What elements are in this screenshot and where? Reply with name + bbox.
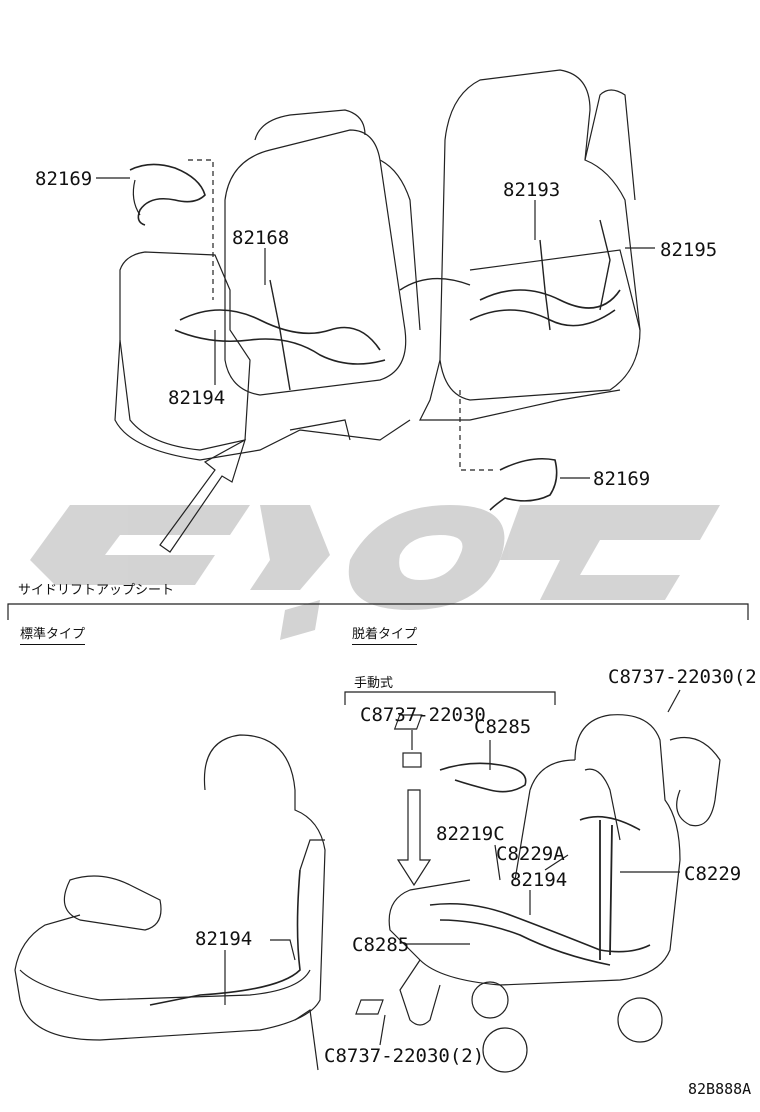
label-82219c[interactable]: 82219C	[436, 823, 505, 845]
label-c8229[interactable]: C8229	[684, 863, 741, 885]
label-c8737-22030[interactable]: C8737-22030	[360, 704, 486, 726]
label-82195[interactable]: 82195	[660, 239, 717, 261]
part-labels: 82169 82168 82194 82193 82195 82169 8219…	[35, 168, 760, 1067]
label-82194-top[interactable]: 82194	[168, 387, 225, 409]
label-82194-left[interactable]: 82194	[195, 928, 252, 950]
label-c8285-bottom[interactable]: C8285	[352, 934, 409, 956]
section-side-lift-up-seat: サイドリフトアップシート	[18, 583, 175, 598]
label-c8229a[interactable]: C8229A	[496, 843, 565, 865]
label-82169-mid[interactable]: 82169	[593, 468, 650, 490]
label-82194-right[interactable]: 82194	[510, 869, 567, 891]
section-dividers	[7, 603, 749, 705]
detachable-seat	[355, 689, 721, 1073]
label-c8285-top[interactable]: C8285	[474, 716, 531, 738]
section-standard-type: 標準タイプ	[20, 627, 86, 645]
label-c8737-22030-2-top[interactable]: C8737-22030(2)	[608, 666, 760, 688]
standard-seat	[14, 734, 326, 1071]
section-detachable-type: 脱着タイプ	[352, 627, 418, 645]
label-82168[interactable]: 82168	[232, 227, 289, 249]
label-82193[interactable]: 82193	[503, 179, 560, 201]
label-82169-top[interactable]: 82169	[35, 168, 92, 190]
section-manual: 手動式	[354, 676, 394, 691]
figure-code: 82B888A	[688, 1080, 752, 1098]
label-c8737-22030-2-bottom[interactable]: C8737-22030(2)	[324, 1045, 484, 1067]
top-assembly	[96, 69, 655, 553]
watermark-logo	[30, 505, 720, 640]
